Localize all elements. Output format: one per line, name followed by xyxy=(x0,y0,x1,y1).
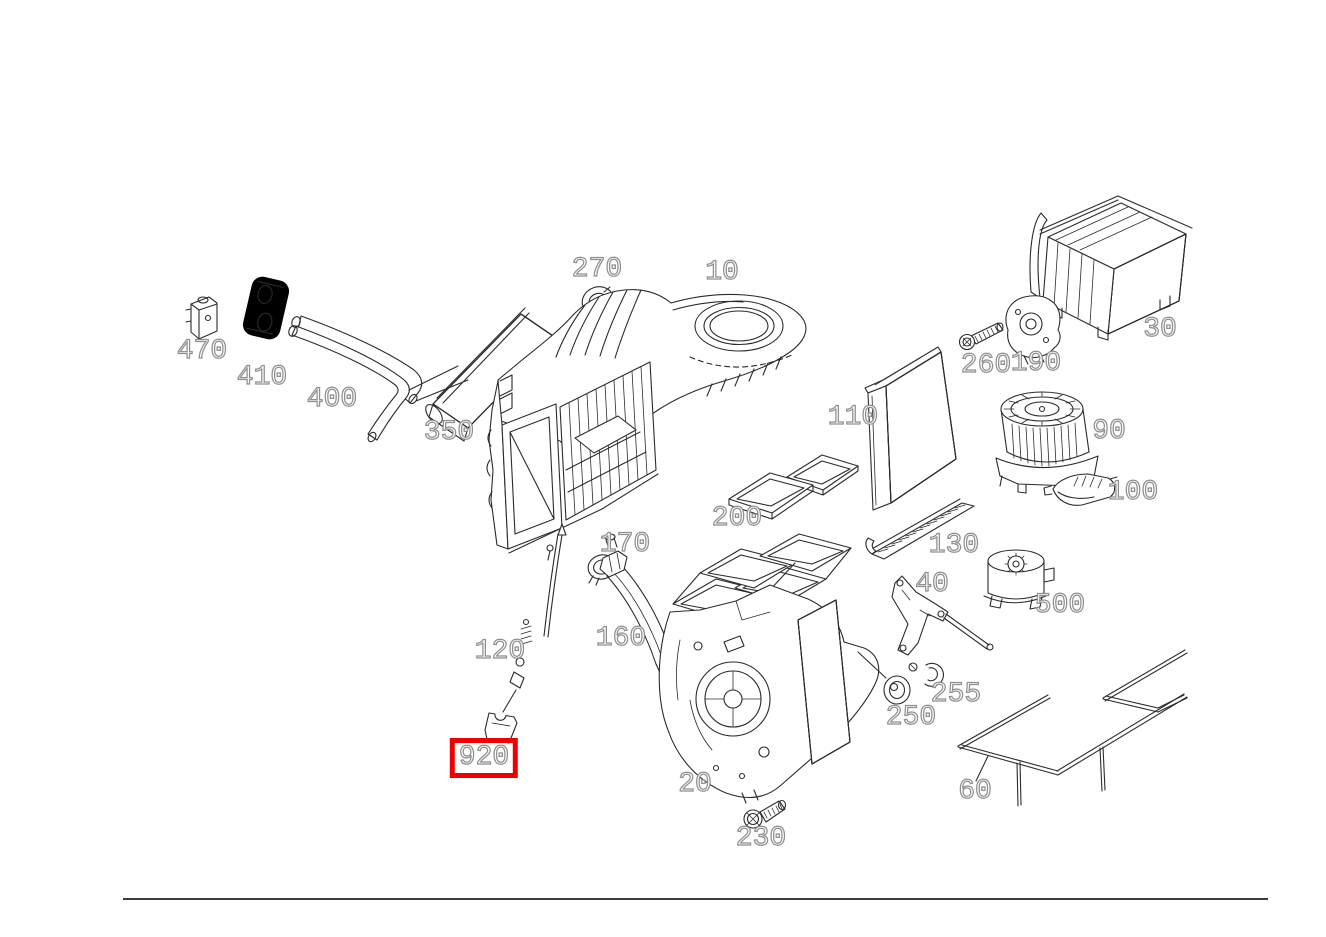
part-art-920 xyxy=(484,712,518,744)
footer-rule xyxy=(123,898,1268,900)
part-art-130 xyxy=(865,498,975,560)
part-label-920-highlighted[interactable]: 920 xyxy=(449,738,519,778)
part-art-350 xyxy=(408,307,557,442)
part-art-190 xyxy=(1005,295,1061,365)
part-art-200 xyxy=(728,454,859,520)
part-label-270[interactable]: 270 xyxy=(571,254,623,285)
part-art-30 xyxy=(1029,195,1193,341)
part-label-500[interactable]: 500 xyxy=(1034,590,1086,621)
part-art-255 xyxy=(908,662,944,687)
part-label-30[interactable]: 30 xyxy=(1143,314,1178,345)
part-art-410 xyxy=(235,269,297,347)
part-label-170[interactable]: 170 xyxy=(599,529,651,560)
part-art-120 xyxy=(502,618,533,713)
part-label-350[interactable]: 350 xyxy=(423,417,475,448)
part-label-120[interactable]: 120 xyxy=(474,636,526,667)
part-art-470 xyxy=(185,296,218,340)
part-label-200[interactable]: 200 xyxy=(711,503,763,534)
part-art-260 xyxy=(958,322,1004,351)
part-label-190[interactable]: 190 xyxy=(1010,348,1062,379)
part-label-40[interactable]: 40 xyxy=(915,569,950,600)
part-art-500 xyxy=(983,549,1055,610)
part-art-center-case xyxy=(486,361,659,638)
part-label-90[interactable]: 90 xyxy=(1092,416,1127,447)
part-label-410[interactable]: 410 xyxy=(236,362,288,393)
part-art-20 xyxy=(658,533,887,804)
part-label-110[interactable]: 110 xyxy=(827,402,879,433)
part-art-250 xyxy=(883,675,911,705)
part-label-10[interactable]: 10 xyxy=(705,257,740,288)
part-label-20[interactable]: 20 xyxy=(678,769,713,800)
part-label-470[interactable]: 470 xyxy=(176,336,228,367)
part-label-60[interactable]: 60 xyxy=(958,776,993,807)
part-label-230[interactable]: 230 xyxy=(735,823,787,854)
part-label-130[interactable]: 130 xyxy=(928,530,980,561)
part-label-250[interactable]: 250 xyxy=(885,702,937,733)
part-art-40 xyxy=(891,575,994,656)
part-art-60 xyxy=(957,649,1188,807)
part-art-400 xyxy=(288,315,423,443)
part-label-400[interactable]: 400 xyxy=(306,384,358,415)
part-art-110 xyxy=(864,346,957,511)
part-label-260[interactable]: 260 xyxy=(960,350,1012,381)
part-art-230 xyxy=(743,799,787,829)
part-label-255[interactable]: 255 xyxy=(930,679,982,710)
part-art-90 xyxy=(995,391,1099,495)
part-art-100 xyxy=(1043,473,1118,506)
part-label-160[interactable]: 160 xyxy=(595,623,647,654)
part-label-100[interactable]: 100 xyxy=(1107,477,1159,508)
